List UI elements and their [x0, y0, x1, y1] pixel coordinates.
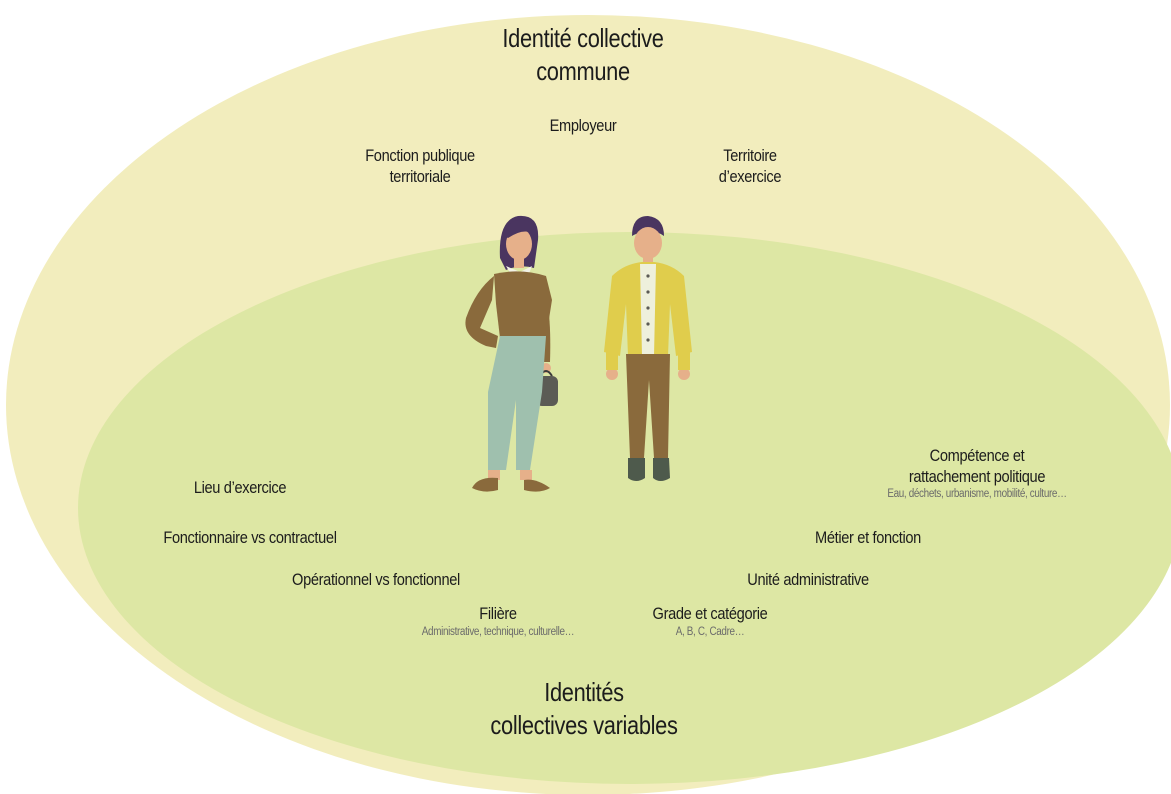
- inner-ellipse-variable-identities: [78, 232, 1171, 784]
- label-fpt-text: Fonction publique territoriale: [365, 146, 475, 186]
- label-sector-text: Filière: [479, 604, 517, 623]
- label-sector-sub: Administrative, technique, culturelle…: [421, 625, 575, 638]
- inner-title: Identités collectives variables: [444, 676, 724, 742]
- man-figure: [604, 216, 692, 481]
- label-employer-text: Employeur: [549, 116, 617, 135]
- label-competence-sub: Eau, déchets, urbanisme, mobilité, cultu…: [887, 488, 1067, 501]
- label-unit: Unité administrative: [698, 570, 918, 591]
- label-sector: Filière Administrative, technique, cultu…: [378, 604, 618, 640]
- label-unit-text: Unité administrative: [747, 570, 869, 589]
- label-job-text: Métier et fonction: [815, 528, 921, 547]
- label-operational-text: Opérationnel vs fonctionnel: [292, 570, 460, 589]
- outer-title: Identité collective commune: [453, 22, 713, 88]
- label-competence: Compétence et rattachement politique Eau…: [840, 446, 1114, 502]
- label-status: Fonctionnaire vs contractuel: [120, 528, 380, 549]
- outer-title-text: Identité collective commune: [502, 23, 664, 86]
- label-fpt: Fonction publique territoriale: [330, 146, 510, 187]
- label-grade-sub: A, B, C, Cadre…: [675, 625, 745, 638]
- label-grade-text: Grade et catégorie: [652, 604, 768, 623]
- label-workplace: Lieu d’exercice: [150, 478, 330, 499]
- label-employer: Employeur: [503, 116, 663, 137]
- woman-figure: [465, 215, 558, 492]
- label-territory: Territoire d’exercice: [670, 146, 830, 187]
- label-competence-text: Compétence et rattachement politique: [908, 446, 1046, 486]
- inner-title-text: Identités collectives variables: [490, 677, 678, 740]
- label-job: Métier et fonction: [768, 528, 968, 549]
- label-status-text: Fonctionnaire vs contractuel: [163, 528, 337, 547]
- label-operational: Opérationnel vs fonctionnel: [246, 570, 506, 591]
- label-workplace-text: Lieu d’exercice: [193, 478, 287, 497]
- label-territory-text: Territoire d’exercice: [718, 146, 782, 186]
- label-grade: Grade et catégorie A, B, C, Cadre…: [610, 604, 810, 640]
